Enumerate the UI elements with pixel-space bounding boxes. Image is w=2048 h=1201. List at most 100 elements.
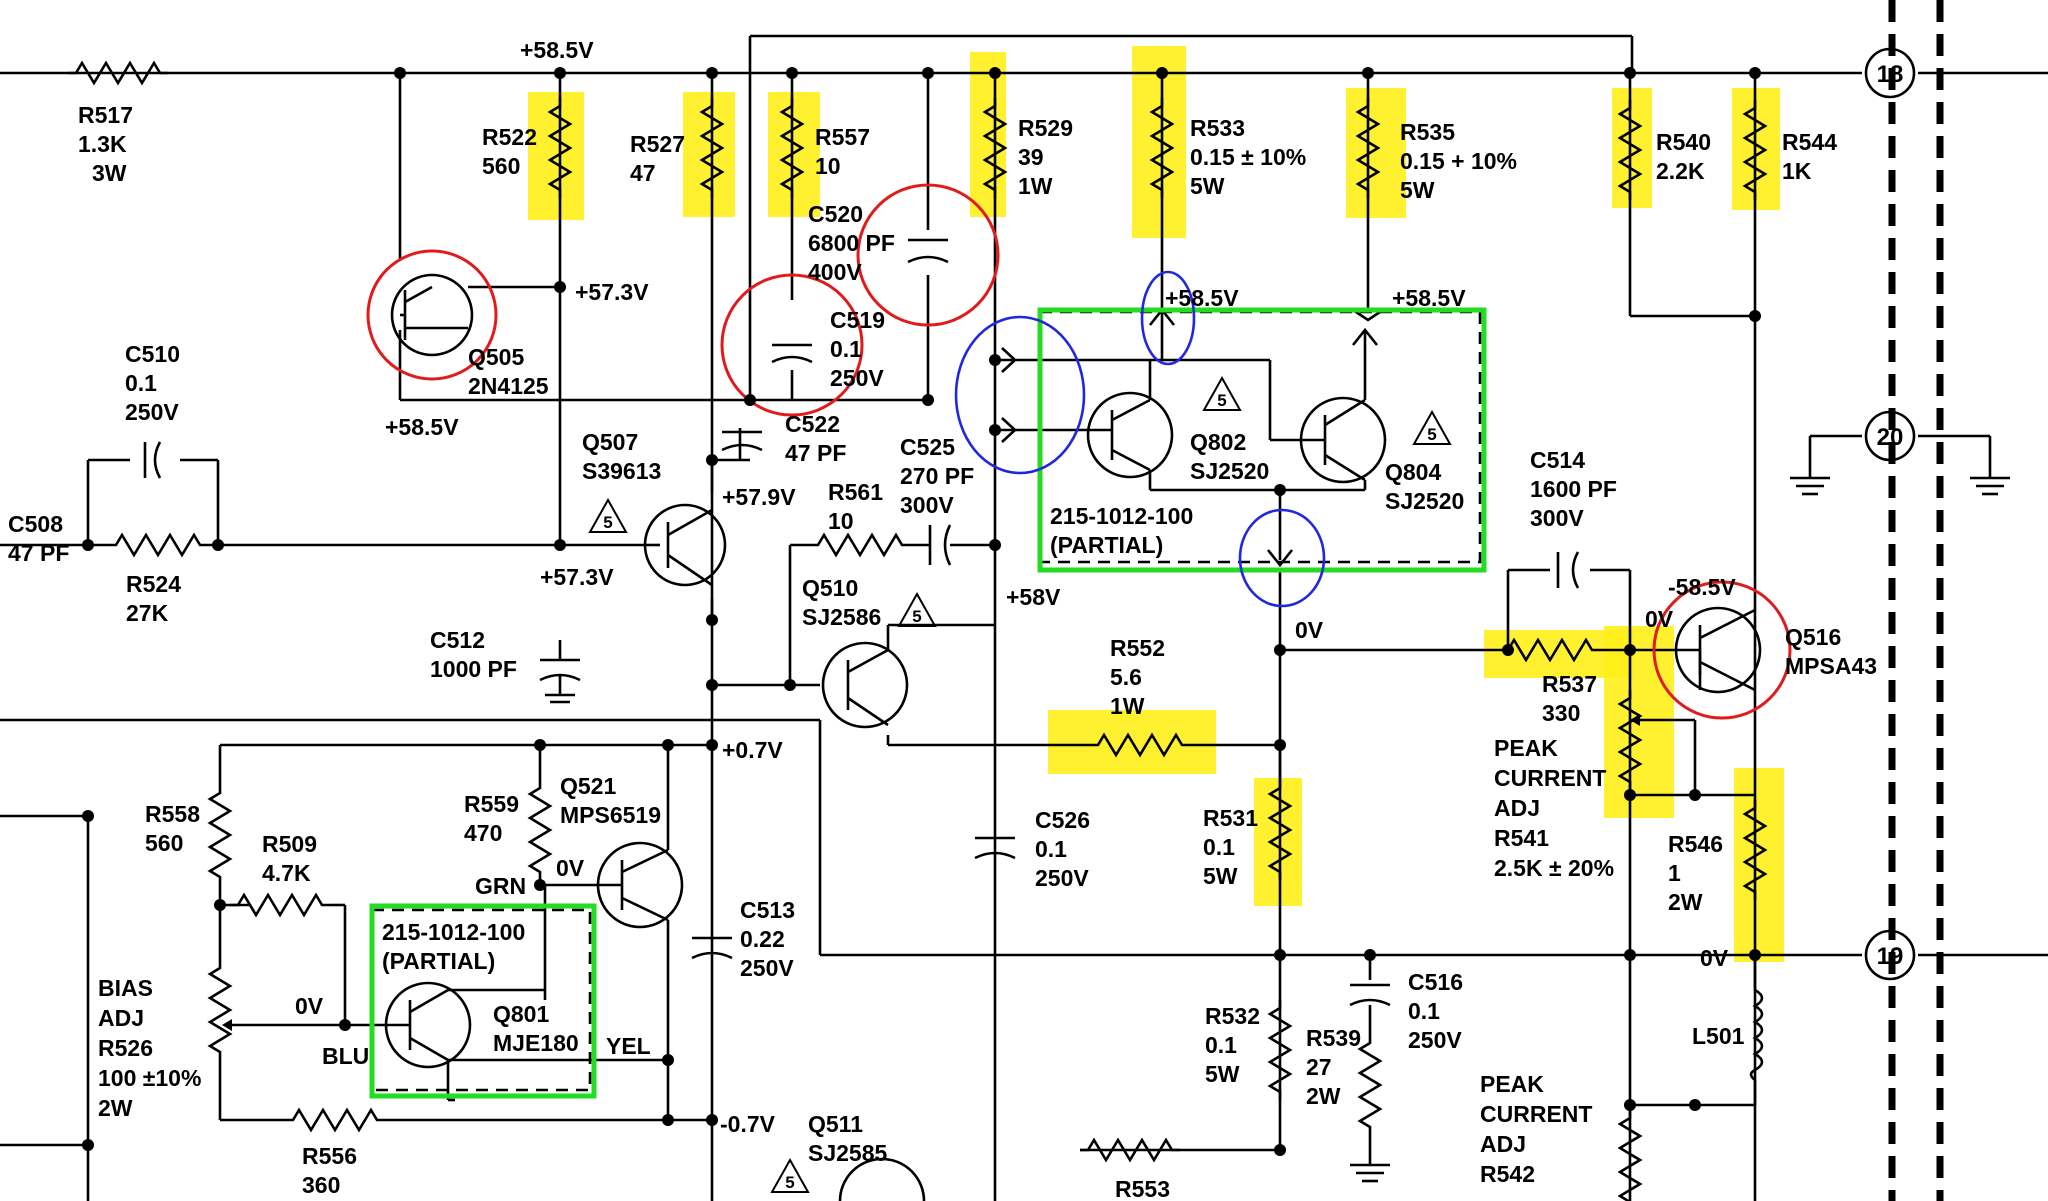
l501-label: L501	[1692, 1023, 1745, 1049]
q516-symbol	[1674, 606, 1762, 694]
r558-symbol	[208, 783, 232, 887]
svg-text:18: 18	[1877, 61, 1904, 88]
red-circle-c519	[720, 273, 864, 417]
part-top-label: 215-1012-100(PARTIAL)	[1050, 503, 1193, 558]
v07-label: +0.7V	[722, 737, 783, 763]
v573-label: +57.3V	[575, 279, 649, 305]
q510-symbol	[821, 623, 995, 729]
green-highlight-top	[1037, 307, 1487, 573]
v0-bias-label: 0V	[295, 993, 324, 1019]
green-highlight-bottom	[369, 903, 597, 1099]
q507-symbol	[643, 503, 727, 587]
blu-label: BLU	[322, 1043, 369, 1069]
r526-symbol	[208, 958, 232, 1062]
v585-top-label: +58.5V	[520, 37, 594, 63]
svg-text:5: 5	[603, 513, 612, 532]
q505-symbol	[390, 273, 474, 357]
r559-symbol	[528, 778, 552, 882]
r524-symbol	[106, 533, 210, 557]
q511-symbol	[838, 1157, 926, 1201]
v585-q505-label: +58.5V	[385, 414, 459, 440]
junction-dots	[82, 67, 1761, 1156]
blue-circle-up	[1140, 270, 1196, 366]
resistors	[66, 61, 1767, 1201]
v0-q516-label: 0V	[1645, 606, 1674, 632]
svg-text:5: 5	[785, 1173, 794, 1192]
grn-label: GRN	[475, 873, 526, 899]
ground-symbols	[1790, 476, 2010, 496]
v0-mid-label: 0V	[1295, 617, 1324, 643]
svg-text:5: 5	[1427, 425, 1436, 444]
red-circle-q505	[366, 249, 498, 381]
q804-symbol	[1040, 330, 1387, 560]
v573-b-label: +57.3V	[540, 564, 614, 590]
v585-neg-label: -58.5V	[1668, 574, 1736, 600]
q801-symbol	[378, 981, 575, 1069]
r561-symbol	[808, 533, 912, 557]
v0-q521-label: 0V	[556, 855, 585, 881]
red-circle-c520	[856, 183, 1000, 327]
svg-text:5: 5	[1217, 391, 1226, 410]
connector-20: 20	[1864, 410, 1916, 462]
v0-19-label: 0V	[1700, 945, 1729, 971]
part-bot-label: 215-1012-100(PARTIAL)	[382, 919, 525, 974]
r539-symbol	[1358, 1033, 1382, 1137]
blue-circle-connectors	[954, 315, 1086, 475]
v585-b-label: +58.5V	[1392, 285, 1466, 311]
connector-18: 18	[1864, 47, 1916, 99]
v585-a-label: +58.5V	[1165, 285, 1239, 311]
q521-symbol	[590, 841, 684, 929]
connector-arrows	[995, 307, 1384, 568]
v579-label: +57.9V	[722, 484, 796, 510]
wiring	[0, 34, 2048, 1201]
transistors	[378, 273, 1762, 1201]
warning-triangles: 5 5 5 5 5	[589, 377, 1451, 1193]
r556-symbol	[283, 1108, 387, 1132]
svg-text:20: 20	[1877, 424, 1904, 451]
red-circle-q516	[1652, 580, 1792, 720]
svg-text:19: 19	[1877, 943, 1904, 970]
connector-19: 19	[1864, 929, 1916, 981]
